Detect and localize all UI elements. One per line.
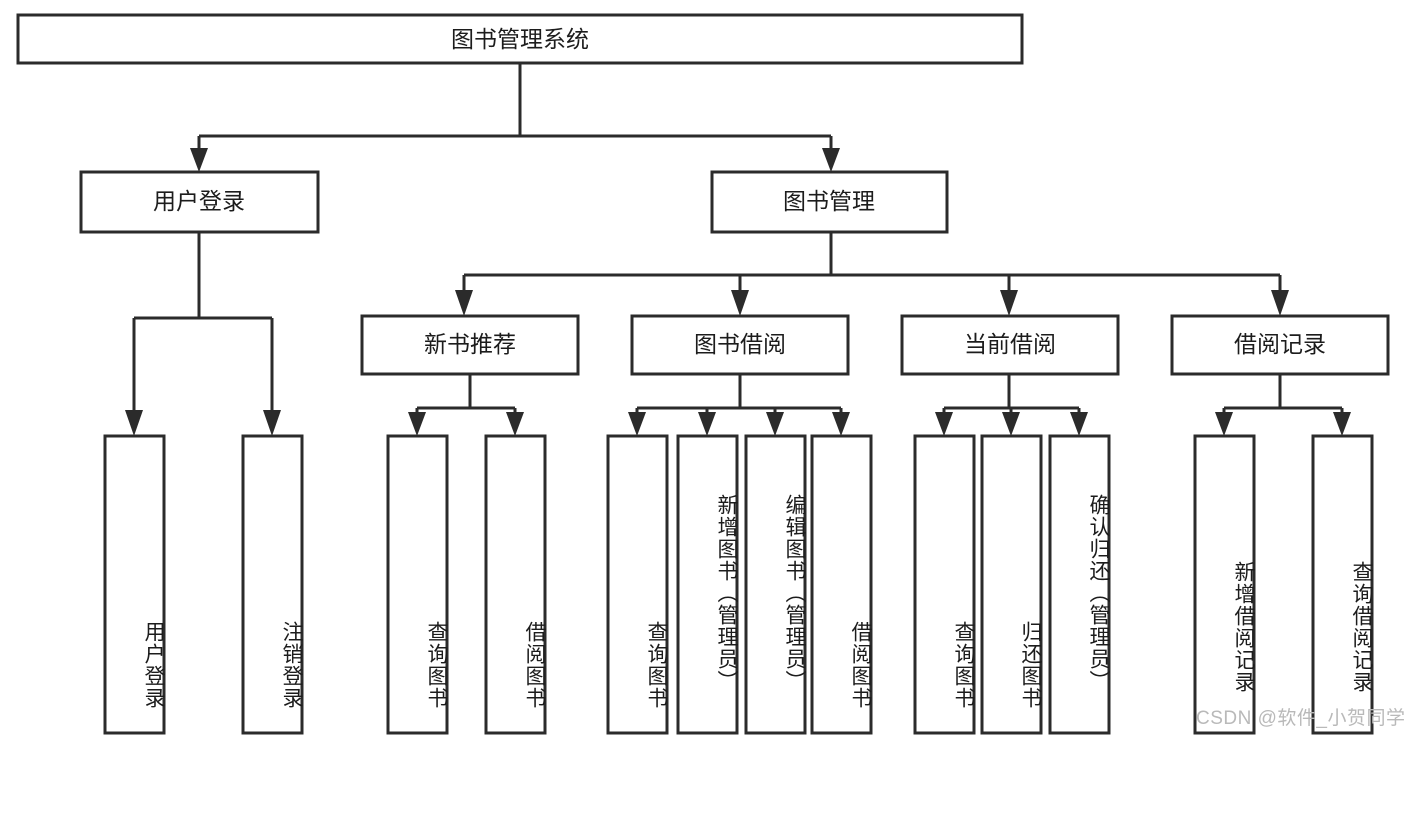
leaf-box-query-record[interactable]: [1311, 434, 1374, 735]
connector-borrowrecord-to-leaves: [1215, 374, 1351, 436]
arrow-head-icon: [408, 412, 426, 436]
node-user-login-box[interactable]: [79, 170, 320, 234]
connector-bookborrow-to-leaves: [628, 374, 850, 436]
connector-bookmanage-to-level3: [455, 232, 1289, 316]
arrow-head-icon: [832, 412, 850, 436]
arrow-head-icon: [125, 410, 143, 436]
node-root[interactable]: 图书管理系统: [16, 13, 1024, 65]
leaf-box-user-login[interactable]: [103, 434, 166, 735]
node-new-book-rec-box[interactable]: [360, 314, 580, 376]
node-book-borrow[interactable]: 图书借阅: [630, 314, 850, 376]
node-root-label: 图书管理系统: [451, 26, 589, 52]
arrow-head-icon: [1333, 412, 1351, 436]
node-new-book-rec-label: 新书推荐: [424, 331, 516, 357]
leaf-box-borrow-book-2[interactable]: [810, 434, 873, 735]
node-user-login-label: 用户登录: [153, 188, 245, 214]
node-book-manage-label: 图书管理: [783, 188, 875, 214]
arrow-head-icon: [190, 148, 208, 172]
leaf-box-return-book[interactable]: [980, 434, 1043, 735]
node-book-manage[interactable]: 图书管理: [710, 170, 949, 234]
arrow-head-icon: [935, 412, 953, 436]
node-new-book-rec[interactable]: 新书推荐: [360, 314, 580, 376]
arrow-head-icon: [766, 412, 784, 436]
leaf-boxes: [103, 434, 1374, 735]
arrow-head-icon: [698, 412, 716, 436]
arrow-head-icon: [1271, 290, 1289, 316]
arrow-head-icon: [1002, 412, 1020, 436]
leaf-box-add-book[interactable]: [676, 434, 739, 735]
flowchart-svg: 图书管理系统 用户登录 图书管理 新书推荐 图书借阅 当前借阅 借阅记录: [16, 13, 1390, 735]
connector-userlogin-to-leaves: [125, 232, 281, 436]
connector-newbook-to-leaves: [408, 374, 524, 436]
leaf-box-query-book-3[interactable]: [913, 434, 976, 735]
leaf-box-query-book-1[interactable]: [386, 434, 449, 735]
node-book-borrow-box[interactable]: [630, 314, 850, 376]
leaf-box-query-book-2[interactable]: [606, 434, 669, 735]
arrow-head-icon: [1215, 412, 1233, 436]
arrow-head-icon: [1070, 412, 1088, 436]
node-book-manage-box[interactable]: [710, 170, 949, 234]
arrow-head-icon: [455, 290, 473, 316]
arrow-head-icon: [822, 148, 840, 172]
node-current-borrow-box[interactable]: [900, 314, 1120, 376]
node-borrow-record-box[interactable]: [1170, 314, 1390, 376]
arrow-head-icon: [731, 290, 749, 316]
leaf-box-user-logout[interactable]: [241, 434, 304, 735]
arrow-head-icon: [506, 412, 524, 436]
node-borrow-record-label: 借阅记录: [1234, 331, 1326, 357]
node-borrow-record[interactable]: 借阅记录: [1170, 314, 1390, 376]
arrow-head-icon: [1000, 290, 1018, 316]
csdn-watermark: CSDN @软件_小贺同学: [1196, 708, 1405, 729]
node-user-login[interactable]: 用户登录: [79, 170, 320, 234]
connector-currentborrow-to-leaves: [935, 374, 1088, 436]
connector-root-to-level2: [190, 63, 840, 172]
diagram-canvas-root: 图书管理系统 用户登录 图书管理 新书推荐 图书借阅 当前借阅 借阅记录: [16, 13, 1405, 735]
arrow-head-icon: [628, 412, 646, 436]
node-book-borrow-label: 图书借阅: [694, 331, 786, 357]
leaf-box-borrow-book-1[interactable]: [484, 434, 547, 735]
node-current-borrow[interactable]: 当前借阅: [900, 314, 1120, 376]
node-root-box[interactable]: [16, 13, 1024, 65]
leaf-box-add-record[interactable]: [1193, 434, 1256, 735]
leaf-box-confirm-return[interactable]: [1048, 434, 1111, 735]
node-current-borrow-label: 当前借阅: [964, 331, 1056, 357]
leaf-box-edit-book[interactable]: [744, 434, 807, 735]
arrow-head-icon: [263, 410, 281, 436]
